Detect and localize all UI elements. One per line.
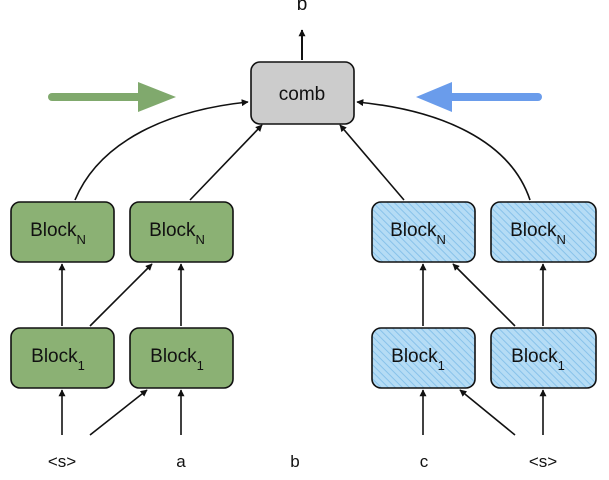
block-label: Block [390,220,437,241]
forward-direction-arrow [48,82,176,112]
input-tokens: <s> a b c <s> [48,452,557,471]
block-subscript: N [196,232,205,247]
curve-fwd-1-to-comb [74,99,249,201]
block-label: Block [510,220,557,241]
layer-edges [58,263,547,436]
token-4: <s> [529,452,557,471]
block-subscript: N [437,232,446,247]
block-subscript: 1 [558,358,565,373]
backward-block-top-2: BlockN [490,201,597,263]
svg-text:Block1: Block1 [150,346,204,373]
comb-rect [250,61,355,125]
comb-box: comb [250,61,355,125]
block-subscript: N [557,232,566,247]
backward-block-top-1: BlockN [371,201,476,263]
svg-text:Block1: Block1 [31,346,85,373]
block-subscript: 1 [438,358,445,373]
block-label: Block [30,220,77,241]
edge-tok4-b1b [459,389,516,436]
block-subscript: N [77,232,86,247]
comb-label: comb [279,84,325,105]
token-2: b [290,452,299,471]
forward-block-bottom-2: Block1 [129,327,234,389]
block-label: Block [31,346,78,367]
token-1: a [176,452,186,471]
block-label: Block [511,346,558,367]
edge-fwd-2-to-comb [189,124,263,201]
block-subscript: 1 [78,358,85,373]
backward-direction-arrow [416,82,542,112]
block-label: Block [150,346,197,367]
token-0: <s> [48,452,76,471]
comb-inputs [74,99,531,201]
edge-f1b-f2t [89,263,153,327]
edge-b2b-b1t [452,263,516,327]
svg-text:BlockN: BlockN [510,220,566,247]
block-label: Block [391,346,438,367]
token-3: c [420,452,429,471]
forward-block-top-2: BlockN [129,201,234,263]
forward-block-top-1: BlockN [10,201,115,263]
backward-block-bottom-2: Block1 [490,327,597,389]
svg-text:BlockN: BlockN [149,220,205,247]
svg-text:Block1: Block1 [391,346,445,373]
output-label: b [297,0,308,15]
svg-text:BlockN: BlockN [30,220,86,247]
backward-block-bottom-1: Block1 [371,327,476,389]
block-subscript: 1 [197,358,204,373]
svg-text:Block1: Block1 [511,346,565,373]
svg-text:BlockN: BlockN [390,220,446,247]
curve-bwd-2-to-comb [356,99,531,201]
forward-block-bottom-1: Block1 [10,327,115,389]
block-label: Block [149,220,196,241]
edge-bwd-1-to-comb [339,124,405,201]
edge-tok0-f2b [89,389,148,436]
